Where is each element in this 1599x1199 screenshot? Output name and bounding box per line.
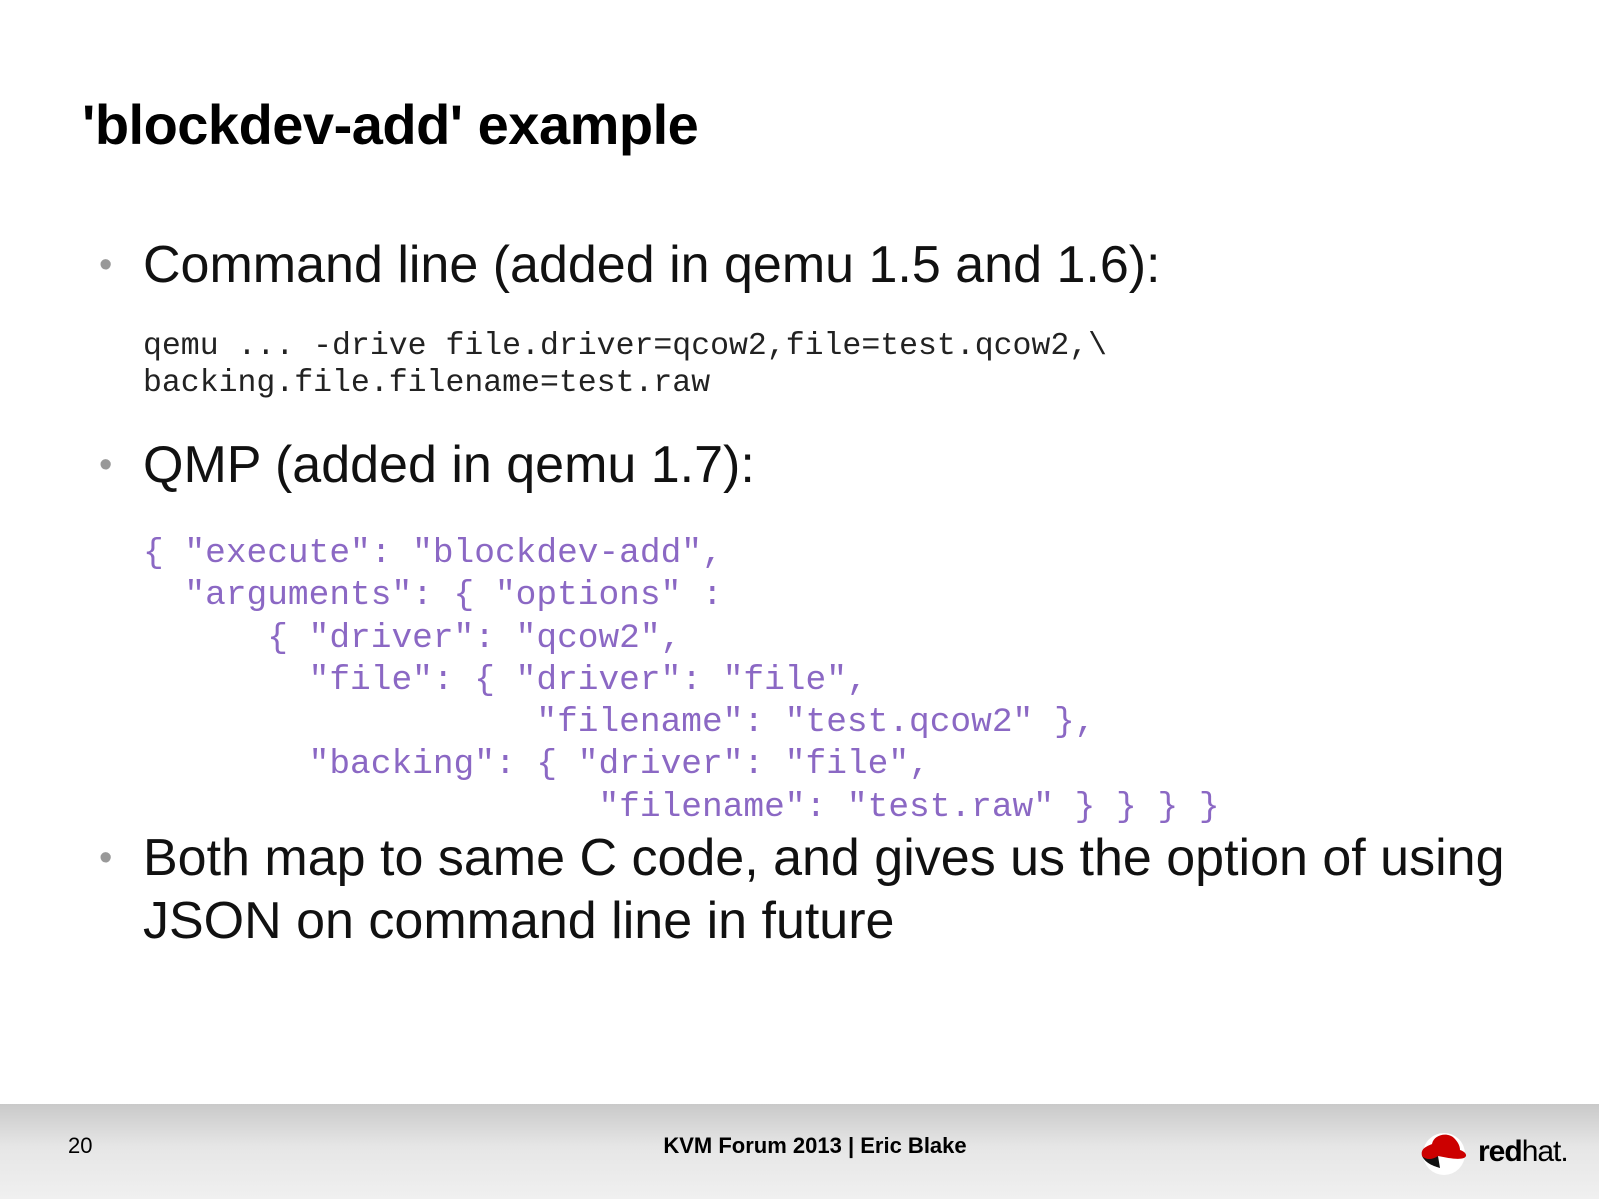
- bullet-text: Command line (added in qemu 1.5 and 1.6)…: [143, 236, 1161, 294]
- bullet-dot-icon: •: [99, 244, 113, 286]
- qmp-code: { "execute": "blockdev-add", "arguments"…: [143, 534, 1220, 827]
- bullet-command-line: • Command line (added in qemu 1.5 and 1.…: [99, 234, 1161, 297]
- bullet-both-map: • Both map to same C code, and gives us …: [99, 827, 1563, 953]
- bullet-dot-icon: •: [99, 444, 113, 486]
- slide-title: 'blockdev-add' example: [82, 93, 699, 156]
- bullet-dot-icon: •: [99, 837, 113, 879]
- bullet-text: Both map to same C code, and gives us th…: [143, 829, 1505, 950]
- bullet-qmp: • QMP (added in qemu 1.7):: [99, 434, 755, 497]
- footer-center-text: KVM Forum 2013 | Eric Blake: [663, 1133, 967, 1158]
- logo-word-red: red: [1478, 1135, 1523, 1168]
- slide-footer: 20 KVM Forum 2013 | Eric Blake redhat.: [0, 1104, 1599, 1199]
- logo-wordmark: redhat.: [1478, 1135, 1569, 1169]
- bullet-text: QMP (added in qemu 1.7):: [143, 436, 755, 494]
- page-number: 20: [68, 1133, 93, 1158]
- redhat-logo: redhat.: [1418, 1128, 1569, 1176]
- shadowman-hat-icon: [1421, 1133, 1467, 1175]
- command-line-code: qemu ... -drive file.driver=qcow2,file=t…: [143, 329, 1108, 401]
- logo-word-hat: hat.: [1521, 1135, 1569, 1168]
